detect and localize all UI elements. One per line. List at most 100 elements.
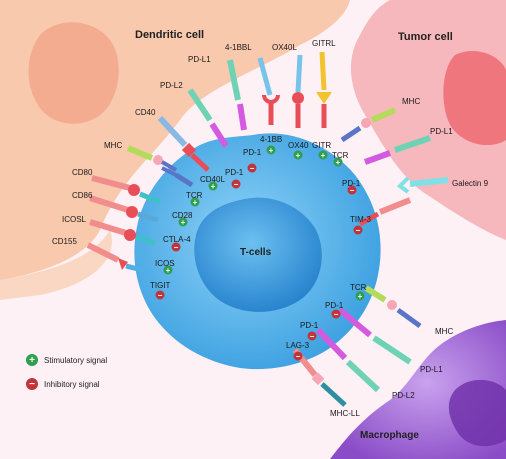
label-cd28: CD28 <box>172 211 193 220</box>
label-41bbl: 4-1BBL <box>225 43 252 52</box>
label-pdl2-mac: PD-L2 <box>392 391 415 400</box>
inhibitory-marker-glyph-10: − <box>158 291 163 300</box>
stimulatory-marker-glyph-5: + <box>211 182 216 191</box>
inhibitory-marker-8 <box>171 242 181 252</box>
receptor-cd86 <box>89 195 159 223</box>
receptor-cd40 <box>157 115 210 172</box>
label-tigit: TIGIT <box>150 281 171 290</box>
label-tcr-tumor: TCR <box>332 151 349 160</box>
label-pd1-a: PD-1 <box>243 148 262 157</box>
label-ox40: OX40 <box>288 141 309 150</box>
inhibitory-marker-4 <box>231 179 241 189</box>
receptor-pd1-mac1 <box>338 307 412 365</box>
receptor-tim3 <box>358 197 412 227</box>
stimulatory-marker-14 <box>355 291 365 301</box>
receptor-mhc-dc <box>126 145 194 188</box>
dendritic-cell-edge <box>0 230 112 300</box>
stimulatory-marker-5 <box>208 181 218 191</box>
inhibitory-marker-glyph-15: − <box>334 310 339 319</box>
label-pdl2-top: PD-L2 <box>160 81 183 90</box>
receptor-cd80 <box>91 175 161 205</box>
stimulatory-marker-2 <box>318 150 328 160</box>
label-ctla4: CTLA-4 <box>163 235 191 244</box>
stimulatory-marker-icon <box>26 354 38 366</box>
receptor-galectin9 <box>396 176 449 194</box>
inhibitory-marker-glyph-3: − <box>250 164 255 173</box>
stimulatory-marker-7 <box>178 217 188 227</box>
tumor-nucleus <box>443 50 506 146</box>
label-tim3: TIM-3 <box>350 215 371 224</box>
label-41bb: 4-1BB <box>260 135 282 144</box>
label-pd1-tumor: PD-1 <box>342 179 361 188</box>
stimulatory-marker-0 <box>266 145 276 155</box>
label-pdl1-top: PD-L1 <box>188 55 211 64</box>
t-cell-title: T-cells <box>240 247 272 258</box>
stimulatory-marker-glyph-2: + <box>321 151 326 160</box>
macrophage-title: Macrophage <box>360 430 419 441</box>
label-pdl1-tumor: PD-L1 <box>430 127 453 136</box>
inhibitory-marker-glyph-17: − <box>296 352 301 361</box>
inhibitory-marker-glyph-13: − <box>356 226 361 235</box>
legend-stimulatory: Stimulatory signal <box>44 356 107 365</box>
inhibitory-marker-10 <box>155 290 165 300</box>
label-cd40: CD40 <box>135 108 156 117</box>
plus-icon: + <box>29 355 35 366</box>
receptor-pd1-mac2 <box>315 327 381 393</box>
macrophage-nucleus <box>448 379 506 447</box>
label-pd1-mac2: PD-1 <box>300 321 319 330</box>
receptor-icosl <box>89 219 156 246</box>
stimulatory-marker-glyph-11: + <box>336 158 341 167</box>
label-tcr-dc: TCR <box>186 191 203 200</box>
stimulatory-marker-11 <box>333 157 343 167</box>
signal-markers: +++−−+++−+−+−−+−−− <box>155 145 365 361</box>
inhibitory-marker-12 <box>347 185 357 195</box>
label-pd1-b: PD-1 <box>225 168 244 177</box>
receptor-mhc-tumor <box>340 107 397 143</box>
t-cell-nucleus <box>194 197 322 312</box>
minus-icon: − <box>29 379 35 390</box>
receptor-tcr-mac <box>364 285 422 329</box>
label-mhc-tumor: MHC <box>402 97 420 106</box>
receptor-ox40l <box>292 54 304 128</box>
inhibitory-marker-glyph-16: − <box>310 332 315 341</box>
legend-inhibitory: Inhibitory signal <box>44 380 100 389</box>
label-icos: ICOS <box>155 259 175 268</box>
label-gitr: GITR <box>312 141 331 150</box>
label-cd80: CD80 <box>72 168 93 177</box>
label-pd1-mac1: PD-1 <box>325 301 344 310</box>
receptor-pdl2-top <box>187 88 229 148</box>
stimulatory-marker-glyph-0: + <box>269 146 274 155</box>
inhibitory-marker-glyph-4: − <box>234 180 239 189</box>
label-mhc-mac: MHC <box>435 327 453 336</box>
stimulatory-marker-glyph-7: + <box>181 218 186 227</box>
label-tcr-mac: TCR <box>350 283 367 292</box>
stimulatory-marker-glyph-14: + <box>358 292 363 301</box>
inhibitory-marker-17 <box>293 351 303 361</box>
legend: + Stimulatory signal − Inhibitory signal <box>26 354 107 390</box>
stimulatory-marker-glyph-9: + <box>166 266 171 275</box>
label-ox40l: OX40L <box>272 43 297 52</box>
inhibitory-marker-15 <box>331 309 341 319</box>
label-cd40l: CD40L <box>200 175 225 184</box>
stimulatory-marker-6 <box>190 197 200 207</box>
receptor-41bbl <box>257 57 280 125</box>
label-mhcll: MHC-LL <box>330 409 360 418</box>
inhibitory-marker-glyph-8: − <box>174 243 179 252</box>
label-cd155: CD155 <box>52 237 77 246</box>
inhibitory-marker-16 <box>307 331 317 341</box>
stimulatory-marker-glyph-1: + <box>296 151 301 160</box>
inhibitory-marker-13 <box>353 225 363 235</box>
label-gitrl: GITRL <box>312 39 336 48</box>
label-mhc-dc: MHC <box>104 141 122 150</box>
dendritic-cell-title: Dendritic cell <box>135 29 204 41</box>
receptor-gitrl <box>316 51 332 128</box>
inhibitory-marker-3 <box>247 163 257 173</box>
inhibitory-marker-icon <box>26 378 38 390</box>
label-pdl1-mac: PD-L1 <box>420 365 443 374</box>
receptor-pdl1-top <box>227 59 247 131</box>
inhibitory-marker-glyph-12: − <box>350 186 355 195</box>
receptor-pdl1-tumor <box>363 135 431 165</box>
label-icosl: ICOSL <box>62 215 87 224</box>
